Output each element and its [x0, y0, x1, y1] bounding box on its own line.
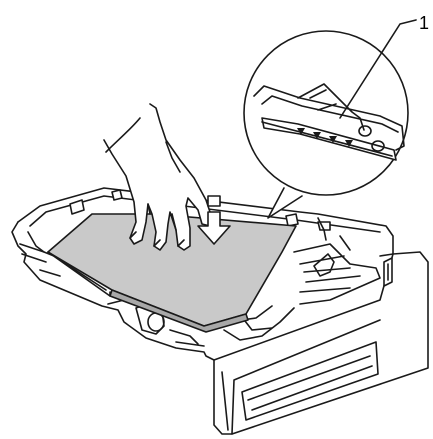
paper-top-sheet	[47, 213, 297, 327]
callout-leader-line	[339, 19, 417, 119]
hand	[103, 103, 213, 251]
paper-stack	[47, 213, 297, 333]
triangle-down-icon	[345, 140, 353, 147]
triangle-down-icon	[329, 136, 337, 143]
magnified-detail	[243, 19, 417, 219]
paper-limit-mark	[297, 128, 353, 147]
triangle-down-icon	[297, 128, 305, 135]
callout-number: 1	[419, 13, 430, 33]
magnifier-circle	[243, 30, 409, 196]
down-arrow-icon	[197, 195, 231, 245]
triangle-down-icon	[313, 132, 321, 139]
callout-tail	[267, 187, 303, 219]
